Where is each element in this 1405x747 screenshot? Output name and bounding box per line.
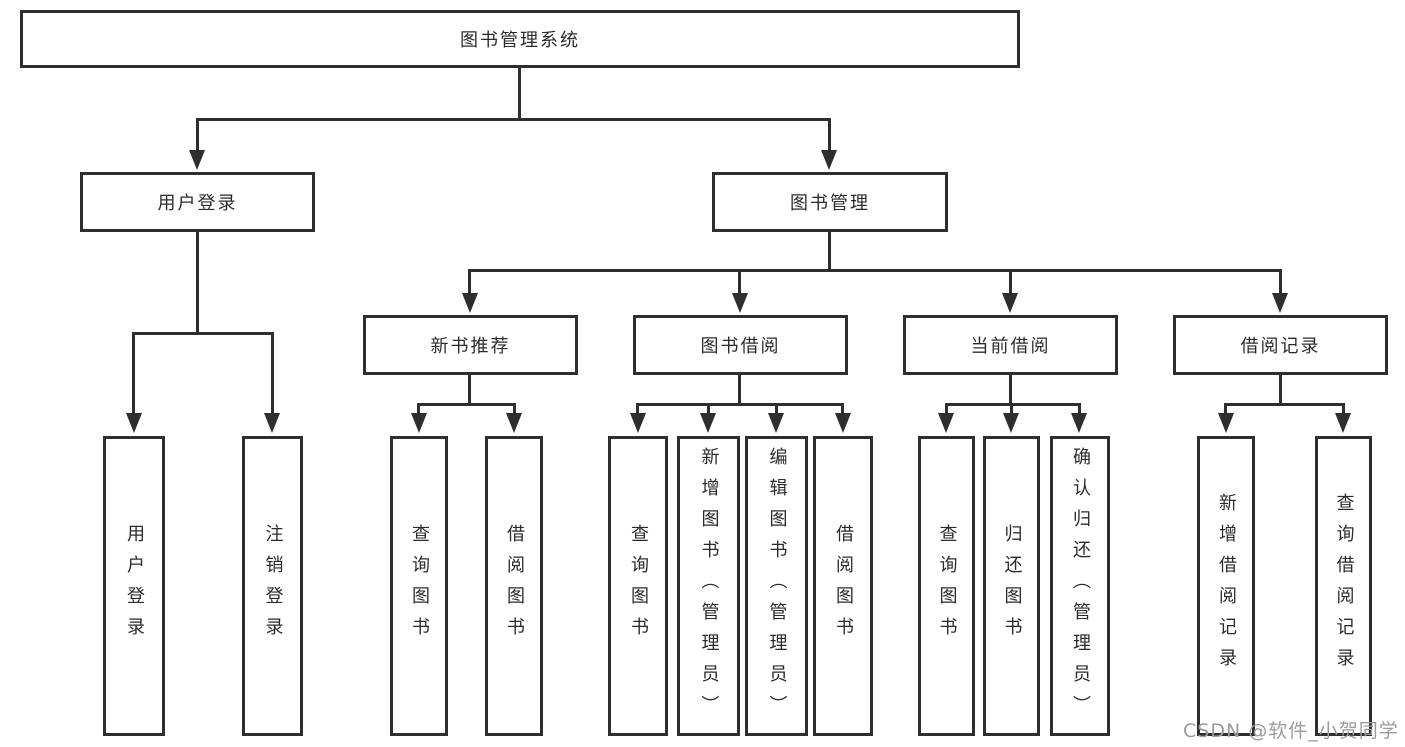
connector-records-rail [1224, 403, 1344, 406]
connector-recommend-rail [417, 403, 516, 406]
connector-records-drop-1 [1224, 403, 1227, 414]
arrow-to-current-borrowing [1002, 293, 1018, 313]
node-borrowing-records-label: 借阅记录 [1240, 336, 1321, 357]
node-book-borrowing: 图书借阅 [633, 315, 848, 375]
connector-records-stem [1279, 375, 1282, 406]
connector-book-mgmt-drop-4 [1279, 269, 1282, 295]
arrow-to-current-query [938, 413, 954, 433]
arrow-to-user-login [189, 150, 205, 170]
node-leaf-borrowing-query-books: 查询图书 [608, 436, 668, 736]
connector-user-login-drop-2 [271, 332, 274, 414]
arrow-to-borrowing-query [630, 413, 646, 433]
node-leaf-borrowing-borrow-books-label: 借阅图书 [833, 524, 854, 648]
arrow-to-borrowing-edit [768, 413, 784, 433]
node-leaf-user-login-label: 用户登录 [124, 524, 145, 648]
arrow-to-current-confirm [1071, 413, 1087, 433]
node-leaf-borrowing-add-books-label: 新增图书（管理员） [698, 446, 720, 726]
node-book-borrowing-label: 图书借阅 [700, 336, 781, 357]
node-current-borrowing: 当前借阅 [903, 315, 1118, 375]
node-leaf-current-return-books-label: 归还图书 [1001, 524, 1023, 648]
node-leaf-logout: 注销登录 [242, 436, 303, 736]
connector-root-drop-left [196, 118, 199, 152]
node-leaf-current-confirm-return-label: 确认归还（管理员） [1070, 446, 1091, 726]
connector-borrowing-drop-4 [841, 403, 844, 414]
csdn-watermark: CSDN @软件_小贺同学 [1183, 720, 1399, 742]
arrow-to-book-borrowing [732, 293, 748, 313]
node-book-management-label: 图书管理 [790, 193, 870, 214]
node-leaf-records-query-record-label: 查询借阅记录 [1333, 493, 1355, 679]
connector-current-drop-1 [945, 403, 948, 414]
connector-current-drop-3 [1078, 403, 1081, 414]
connector-recommend-stem [468, 375, 471, 406]
connector-borrowing-drop-3 [775, 403, 778, 414]
node-user-login: 用户登录 [80, 172, 315, 232]
node-leaf-borrowing-borrow-books: 借阅图书 [813, 436, 873, 736]
node-leaf-current-confirm-return: 确认归还（管理员） [1050, 436, 1110, 736]
connector-book-mgmt-drop-2 [738, 269, 741, 295]
arrow-to-current-return [1003, 413, 1019, 433]
connector-book-mgmt-rail [468, 269, 1282, 272]
connector-recommend-drop-2 [513, 403, 516, 414]
arrow-to-borrowing-borrow [835, 413, 851, 433]
node-borrowing-records: 借阅记录 [1173, 315, 1388, 375]
node-leaf-current-query-books: 查询图书 [918, 436, 975, 736]
node-leaf-records-query-record: 查询借阅记录 [1315, 436, 1372, 736]
node-leaf-borrowing-query-books-label: 查询图书 [628, 524, 649, 648]
connector-root-drop-right [828, 118, 831, 152]
connector-borrowing-stem [738, 375, 741, 406]
arrow-to-leaf-logout [264, 413, 280, 433]
connector-book-mgmt-drop-3 [1009, 269, 1012, 295]
arrow-to-borrowing-add [700, 413, 716, 433]
connector-current-drop-2 [1010, 403, 1013, 414]
connector-root-rail [196, 118, 831, 121]
connector-root-stem [518, 68, 521, 120]
node-root-label: 图书管理系统 [460, 30, 580, 51]
node-leaf-records-add-record: 新增借阅记录 [1197, 436, 1255, 736]
connector-records-drop-2 [1342, 403, 1345, 414]
arrow-to-book-management [821, 150, 837, 170]
connector-book-mgmt-stem [828, 232, 831, 272]
arrow-to-borrowing-records [1272, 293, 1288, 313]
node-current-borrowing-label: 当前借阅 [970, 336, 1051, 357]
node-leaf-user-login: 用户登录 [103, 436, 165, 736]
node-leaf-recommend-borrow-books: 借阅图书 [485, 436, 543, 736]
node-leaf-current-return-books: 归还图书 [983, 436, 1040, 736]
connector-user-login-stem [196, 232, 199, 335]
connector-user-login-drop-1 [132, 332, 135, 414]
arrow-to-records-query [1335, 413, 1351, 433]
connector-book-mgmt-drop-1 [468, 269, 471, 295]
arrow-to-leaf-user-login [126, 413, 142, 433]
node-leaf-records-add-record-label: 新增借阅记录 [1216, 493, 1237, 679]
node-leaf-recommend-query-books: 查询图书 [390, 436, 448, 736]
node-leaf-recommend-query-books-label: 查询图书 [409, 524, 430, 648]
connector-current-stem [1009, 375, 1012, 406]
node-book-management: 图书管理 [712, 172, 948, 232]
node-leaf-borrowing-edit-books: 编辑图书（管理员） [745, 436, 808, 736]
connector-recommend-drop-1 [417, 403, 420, 414]
node-new-book-recommend-label: 新书推荐 [430, 336, 511, 357]
node-leaf-borrowing-edit-books-label: 编辑图书（管理员） [766, 446, 788, 726]
node-leaf-logout-label: 注销登录 [262, 524, 284, 648]
node-leaf-current-query-books-label: 查询图书 [936, 524, 958, 648]
connector-borrowing-drop-1 [636, 403, 639, 414]
node-leaf-recommend-borrow-books-label: 借阅图书 [504, 524, 525, 648]
connector-borrowing-drop-2 [707, 403, 710, 414]
arrow-to-recommend-borrow [506, 413, 522, 433]
node-leaf-borrowing-add-books: 新增图书（管理员） [677, 436, 740, 736]
node-root: 图书管理系统 [20, 10, 1020, 68]
connector-borrowing-rail [636, 403, 844, 406]
arrow-to-records-add [1218, 413, 1234, 433]
connector-user-login-rail [132, 332, 274, 335]
arrow-to-recommend-query [411, 413, 427, 433]
node-new-book-recommend: 新书推荐 [363, 315, 578, 375]
arrow-to-new-book-recommend [462, 293, 478, 313]
node-user-login-label: 用户登录 [157, 193, 238, 214]
